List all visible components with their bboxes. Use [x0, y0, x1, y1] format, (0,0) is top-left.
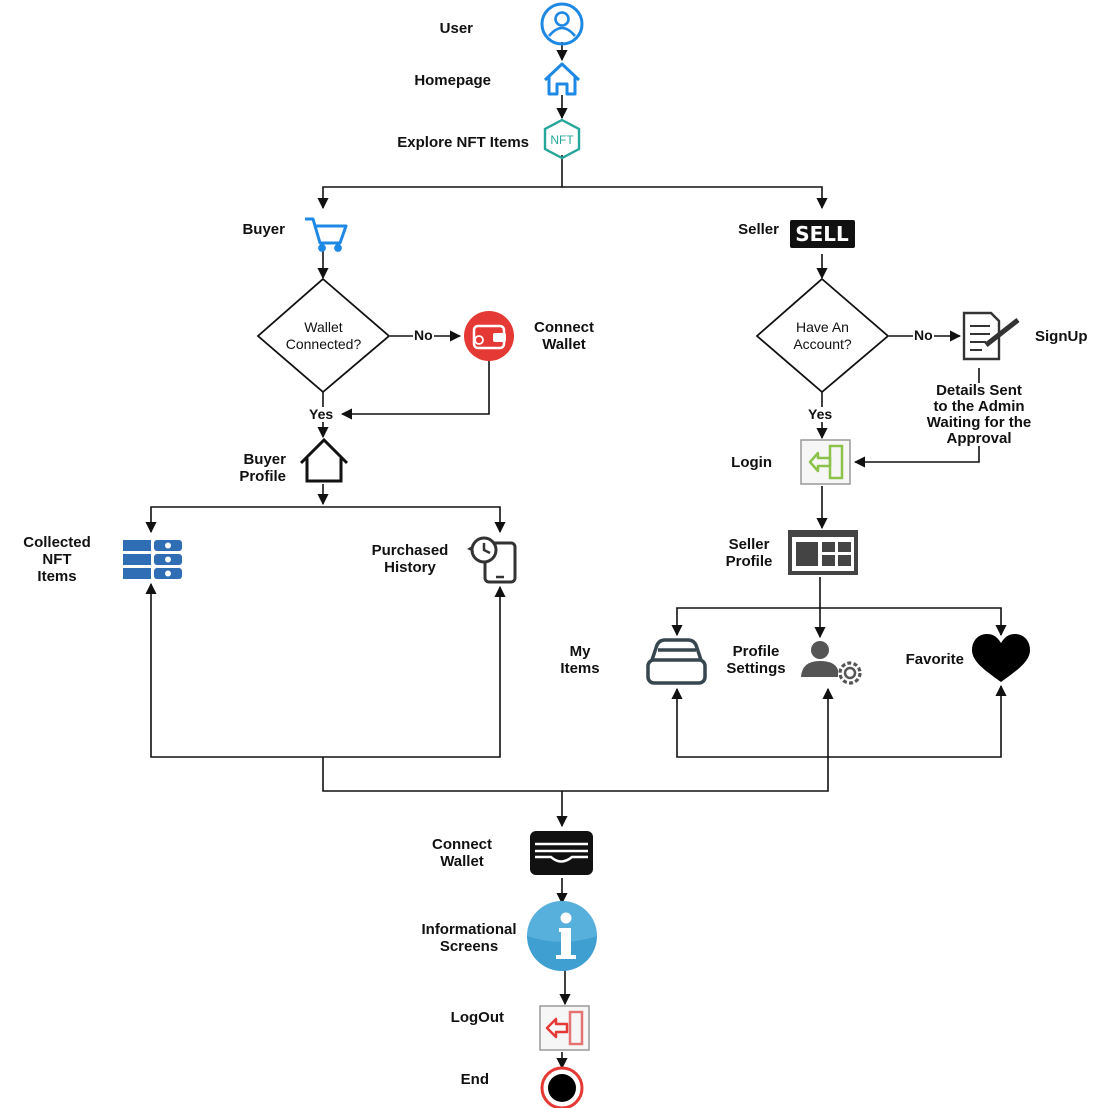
edge-buyer-split-left	[145, 506, 323, 534]
dashboard-icon	[788, 530, 858, 575]
info-icon	[527, 901, 597, 971]
sell-badge-icon: SELL	[790, 220, 855, 248]
connect-wallet-buyer-label: Connect Wallet	[534, 319, 594, 353]
svg-text:SELL: SELL	[795, 222, 849, 246]
account-decision-label: Have An Account?	[793, 319, 852, 352]
edge-myitems-return	[671, 687, 828, 758]
seller-profile-label: Seller Profile	[725, 536, 773, 570]
logout-label: LogOut	[450, 1009, 504, 1026]
signup-document-icon	[962, 311, 1020, 361]
user-settings-icon	[801, 641, 862, 685]
edge-seller-split-left	[671, 607, 820, 637]
end-label: End	[460, 1071, 489, 1088]
account-no-label: No	[913, 327, 934, 343]
edge-seller-split-right	[820, 607, 1007, 637]
edge-collected-return	[145, 582, 323, 758]
buyer-label: Buyer	[242, 221, 285, 238]
card-wallet-icon	[530, 831, 593, 875]
edge-purchased-return	[323, 585, 506, 758]
details-sent-label: Details Sent to the Admin Waiting for th…	[926, 382, 1032, 447]
favorite-label: Favorite	[905, 651, 964, 668]
user-icon	[540, 2, 584, 46]
explore-nft-label: Explore NFT Items	[397, 134, 529, 151]
homepage-label: Homepage	[414, 72, 491, 89]
edge-merge-seller	[562, 757, 829, 792]
user-label: User	[439, 20, 473, 37]
login-icon	[800, 439, 851, 485]
account-yes-label: Yes	[807, 406, 834, 422]
cart-icon	[305, 217, 348, 252]
end-terminal-icon	[540, 1066, 584, 1108]
nft-icon: NFT	[543, 118, 581, 160]
svg-text:NFT: NFT	[550, 133, 574, 147]
account-decision-diamond	[755, 277, 890, 394]
heart-icon	[972, 634, 1030, 682]
wallet-yes-label: Yes	[308, 406, 335, 422]
collected-nft-label: Collected NFT Items	[23, 534, 91, 585]
seller-label: Seller	[738, 221, 779, 238]
connect-wallet-final-label: Connect Wallet	[432, 836, 492, 870]
logout-icon	[539, 1005, 590, 1051]
login-label: Login	[731, 454, 772, 471]
buyer-profile-label: Buyer Profile	[239, 451, 286, 485]
my-items-label: My Items	[560, 643, 600, 677]
edge-explore-seller	[562, 186, 828, 210]
storage-tray-icon	[646, 638, 707, 685]
edge-connect-wallet-return	[340, 356, 490, 420]
wallet-icon	[464, 311, 514, 361]
edge-explore-split	[317, 155, 563, 210]
home-icon	[543, 62, 581, 96]
wallet-decision-diamond	[256, 277, 391, 394]
edge-merge-buyer	[322, 757, 562, 792]
edge-favorite-return	[828, 684, 1007, 758]
connectors	[145, 42, 1007, 1070]
edge-details-login	[853, 446, 980, 468]
edge-buyer-split-right	[323, 506, 506, 534]
purchased-history-label: Purchased History	[371, 542, 449, 576]
informational-screens-label: Informational Screens	[421, 921, 517, 955]
buyer-profile-house-icon	[299, 437, 349, 483]
signup-label: SignUp	[1035, 328, 1088, 345]
profile-settings-label: Profile Settings	[726, 643, 786, 677]
server-grid-icon	[123, 540, 182, 579]
history-device-icon	[467, 536, 517, 584]
wallet-no-label: No	[413, 327, 434, 343]
wallet-decision-label: Wallet Connected?	[285, 319, 362, 352]
